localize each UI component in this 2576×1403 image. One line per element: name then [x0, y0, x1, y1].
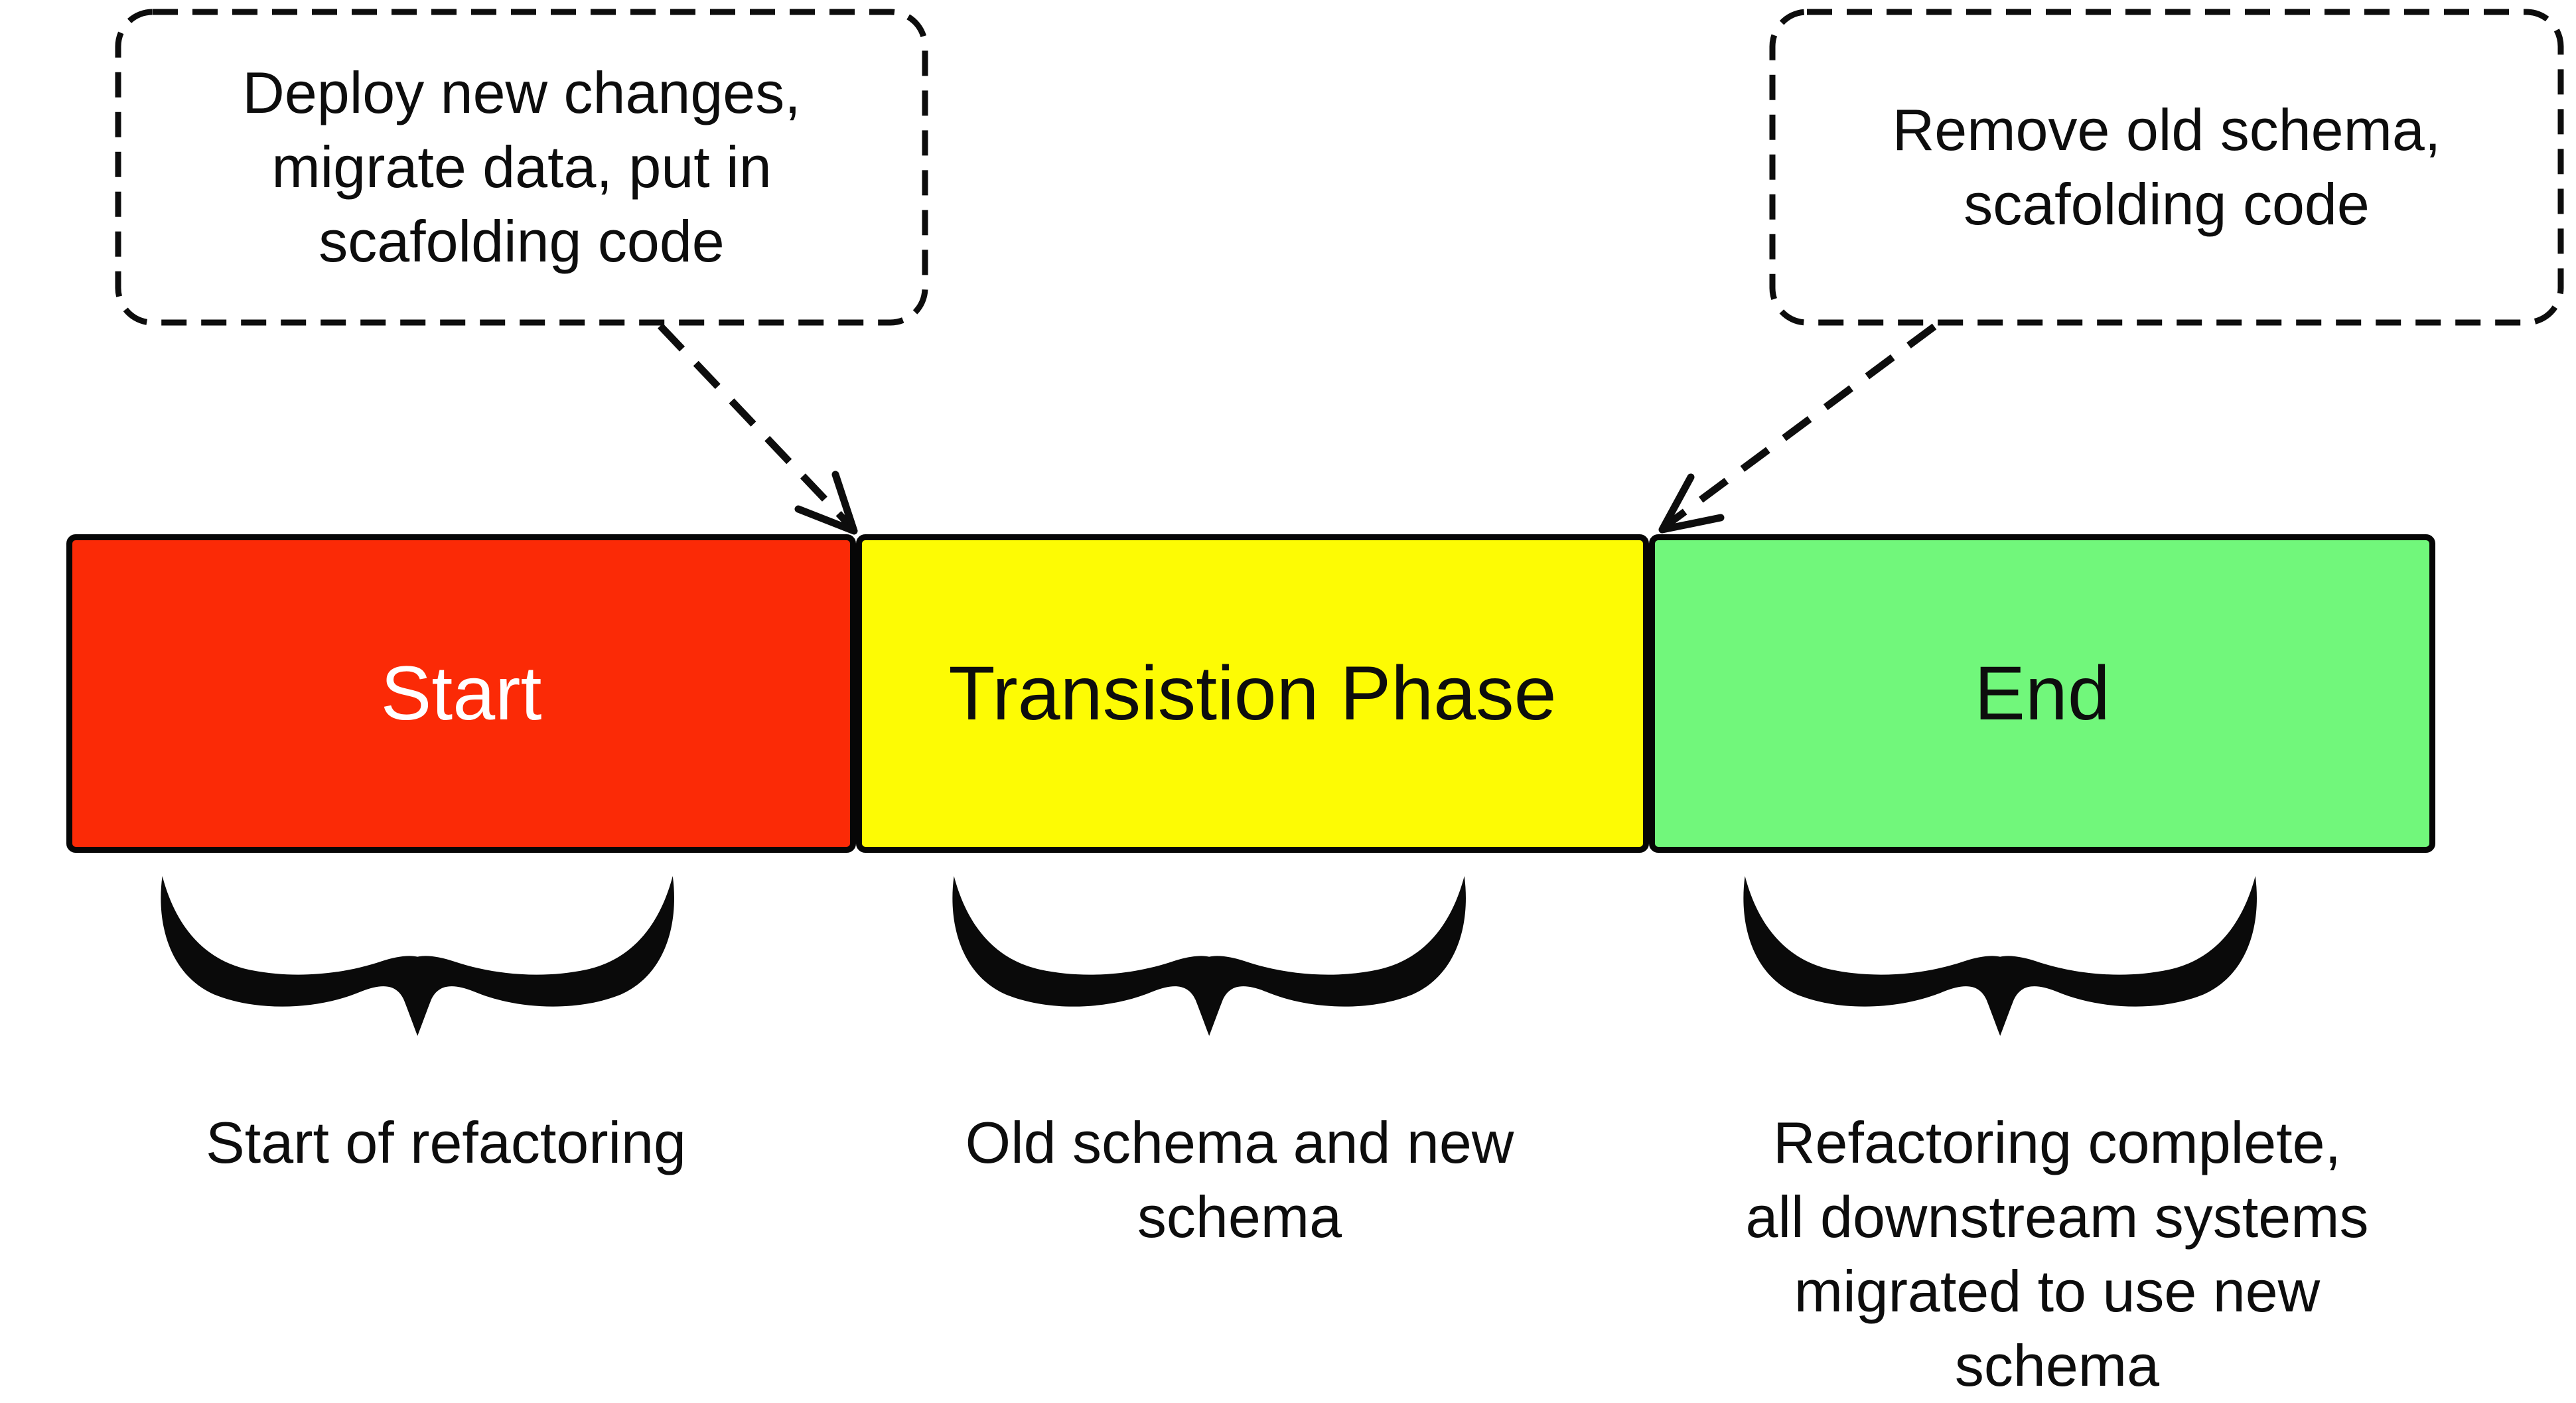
phase-label-transition: Transistion Phase: [948, 650, 1557, 736]
phase-label-start: Start: [380, 650, 542, 736]
underbrace-icon: [952, 876, 1466, 1036]
dashed-arrow-left-icon: [658, 323, 858, 535]
underbrace-icon: [1743, 876, 2257, 1036]
caption-start: Start of refactoring: [206, 1110, 686, 1175]
callout-remove-text: Remove old schema, scafolding code: [1892, 97, 2441, 237]
callout-deploy-text: Deploy new changes, migrate data, put in…: [242, 60, 801, 274]
underbrace-icon: [161, 876, 674, 1036]
callout-remove: Remove old schema, scafolding code: [1768, 8, 2565, 327]
phase-box-transition: Transistion Phase: [856, 534, 1649, 853]
phase-box-start: Start: [66, 534, 856, 853]
caption-transition: Old schema and new schema: [965, 1110, 1514, 1250]
phase-label-end: End: [1974, 650, 2110, 736]
phase-box-end: End: [1649, 534, 2435, 853]
dashed-border-icon: [1769, 9, 2564, 326]
callout-deploy: Deploy new changes, migrate data, put in…: [114, 8, 929, 327]
dashed-arrow-right-icon: [1658, 323, 1937, 534]
caption-end: Refactoring complete, all downstream sys…: [1745, 1110, 2369, 1398]
dashed-border-icon: [115, 9, 928, 326]
